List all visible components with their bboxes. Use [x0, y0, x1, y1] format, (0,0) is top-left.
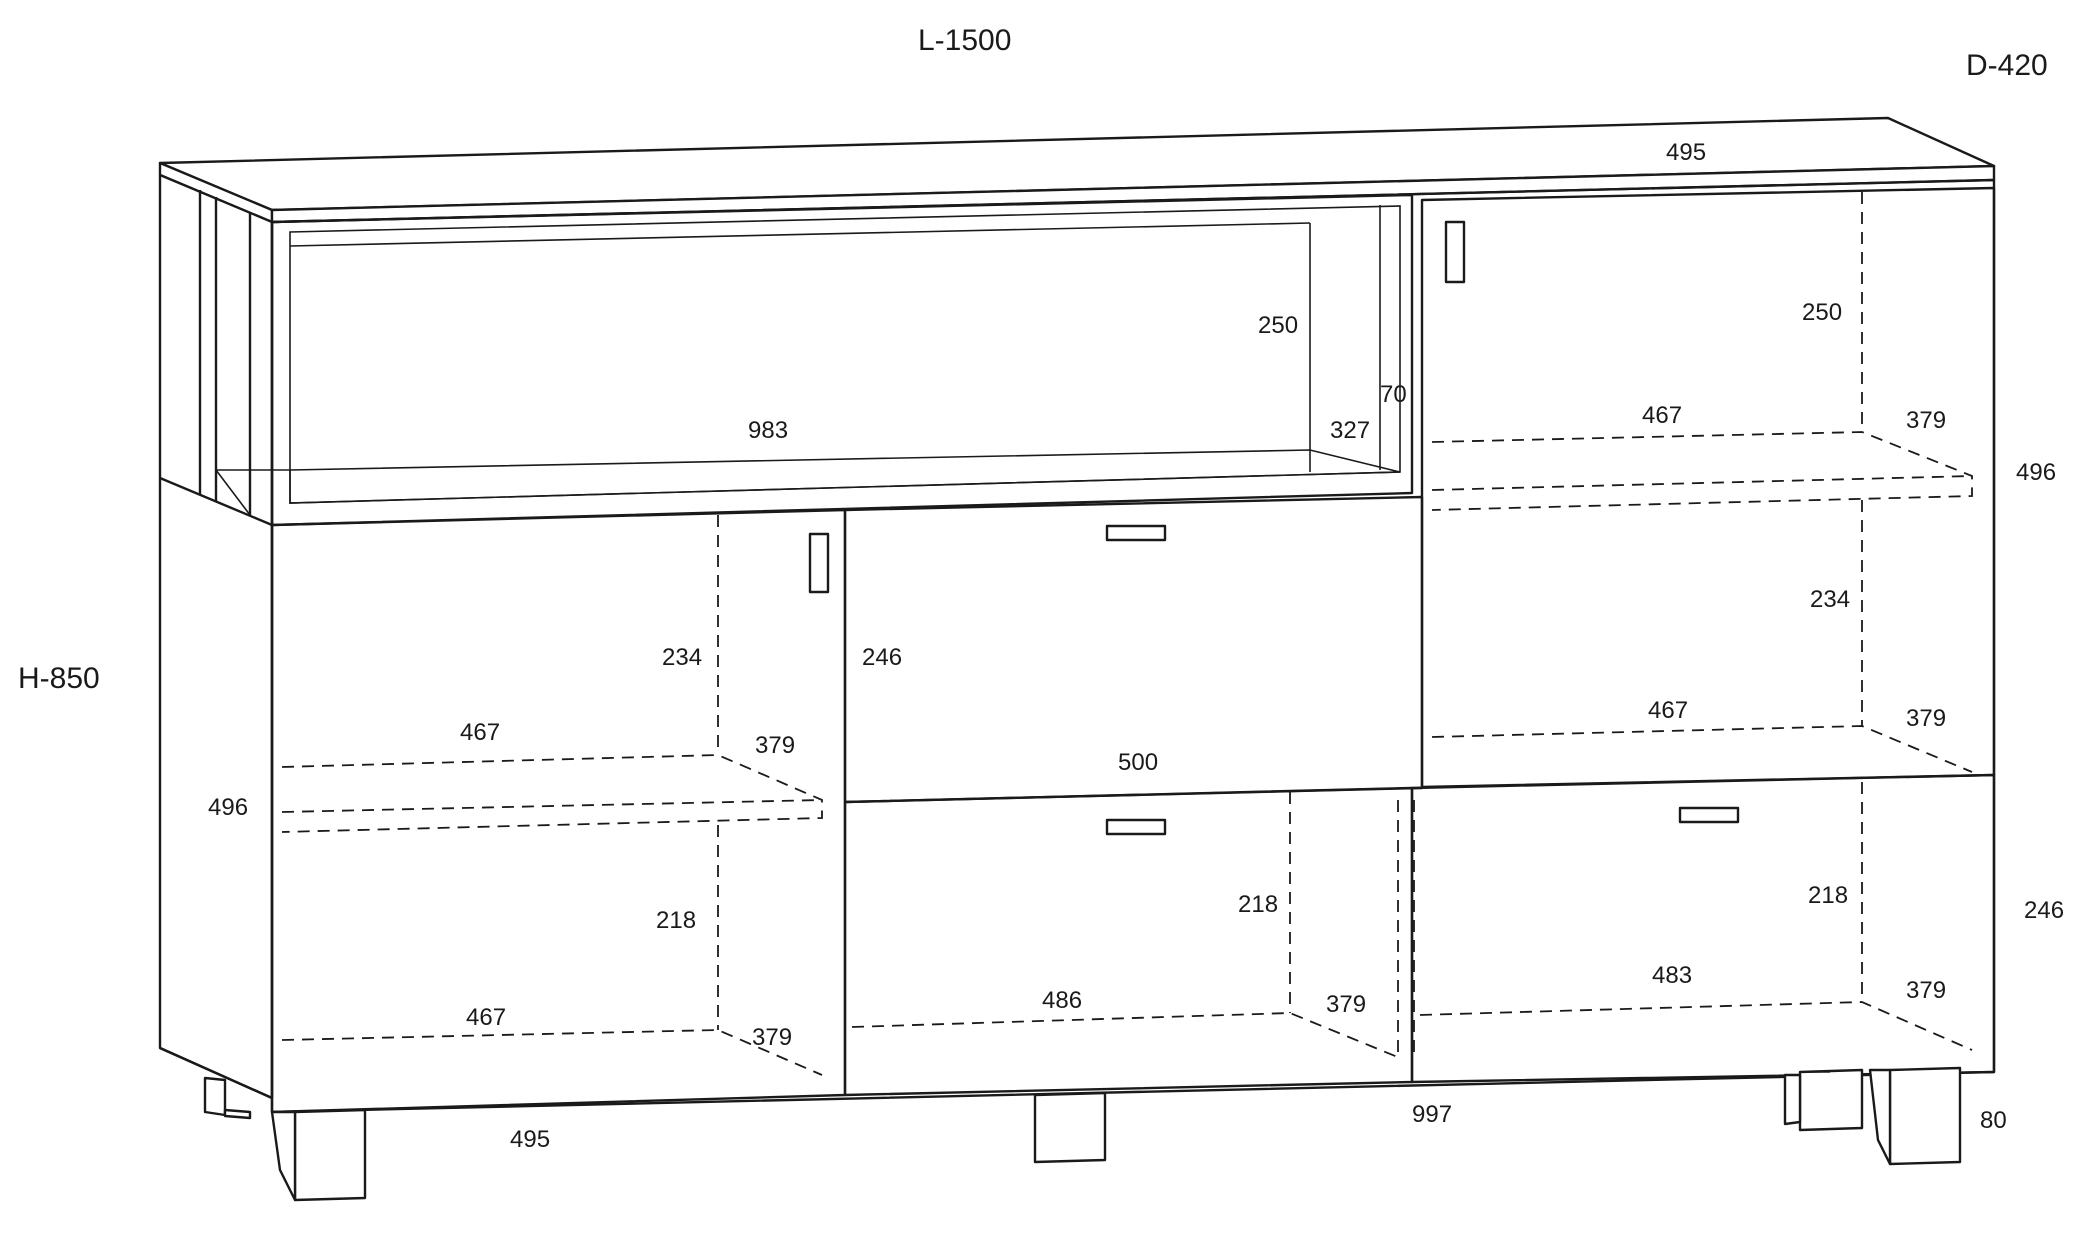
- label-ur-door-height: 496: [2016, 459, 2056, 486]
- label-depth: D-420: [1966, 49, 2048, 82]
- label-length: L-1500: [918, 24, 1011, 57]
- label-br-drawer-width: 483: [1652, 962, 1692, 989]
- label-bottom-front-height: 246: [2024, 897, 2064, 924]
- label-br-drawer-depth: 379: [1906, 977, 1946, 1004]
- dimension-labels: L-1500 D-420 H-850 495 250 983 327 70 25…: [18, 24, 2064, 1153]
- label-bl-drawer-width: 486: [1042, 987, 1082, 1014]
- label-left-shelf-depth: 379: [755, 732, 795, 759]
- label-br-drawer-height: 218: [1808, 882, 1848, 909]
- front-frame: [215, 178, 1996, 1114]
- label-left-width: 495: [510, 1126, 550, 1153]
- upper-right-door: [1420, 186, 1996, 789]
- legs: [203, 1066, 1962, 1202]
- label-left-door-height: 496: [208, 794, 248, 821]
- left-side-panel: [158, 173, 274, 1100]
- bottom-left-drawer: [843, 786, 1415, 1097]
- label-middle-drawer-height: 246: [862, 644, 902, 671]
- label-ur-shelf-width: 467: [1642, 402, 1682, 429]
- label-leg-height: 80: [1980, 1107, 2007, 1134]
- label-left-bottom-depth: 379: [752, 1024, 792, 1051]
- label-bottom-total-width: 997: [1412, 1101, 1452, 1128]
- left-door: [270, 508, 847, 1114]
- label-left-bottom-width: 467: [466, 1004, 506, 1031]
- bottom-right-drawer: [1410, 773, 1996, 1084]
- label-ur-lower-height: 234: [1810, 586, 1850, 613]
- label-left-shelf-width: 467: [460, 719, 500, 746]
- label-open-shelf-width: 983: [748, 417, 788, 444]
- label-middle-drawer-width: 500: [1118, 749, 1158, 776]
- label-ur-shelf-depth: 379: [1906, 407, 1946, 434]
- label-top-right-width: 495: [1666, 139, 1706, 166]
- label-ur-lower-shelf-width: 467: [1648, 697, 1688, 724]
- label-open-shelf-height: 250: [1258, 312, 1298, 339]
- label-left-upper-height: 234: [662, 644, 702, 671]
- label-ur-lower-shelf-depth: 379: [1906, 705, 1946, 732]
- top-board: [158, 116, 1996, 224]
- label-height: H-850: [18, 662, 100, 695]
- label-left-lower-height: 218: [656, 907, 696, 934]
- label-open-shelf-depth: 327: [1330, 417, 1370, 444]
- label-ur-upper-height: 250: [1802, 299, 1842, 326]
- label-bl-drawer-height: 218: [1238, 891, 1278, 918]
- label-bl-drawer-depth: 379: [1326, 991, 1366, 1018]
- label-open-shelf-gap: 70: [1380, 381, 1407, 408]
